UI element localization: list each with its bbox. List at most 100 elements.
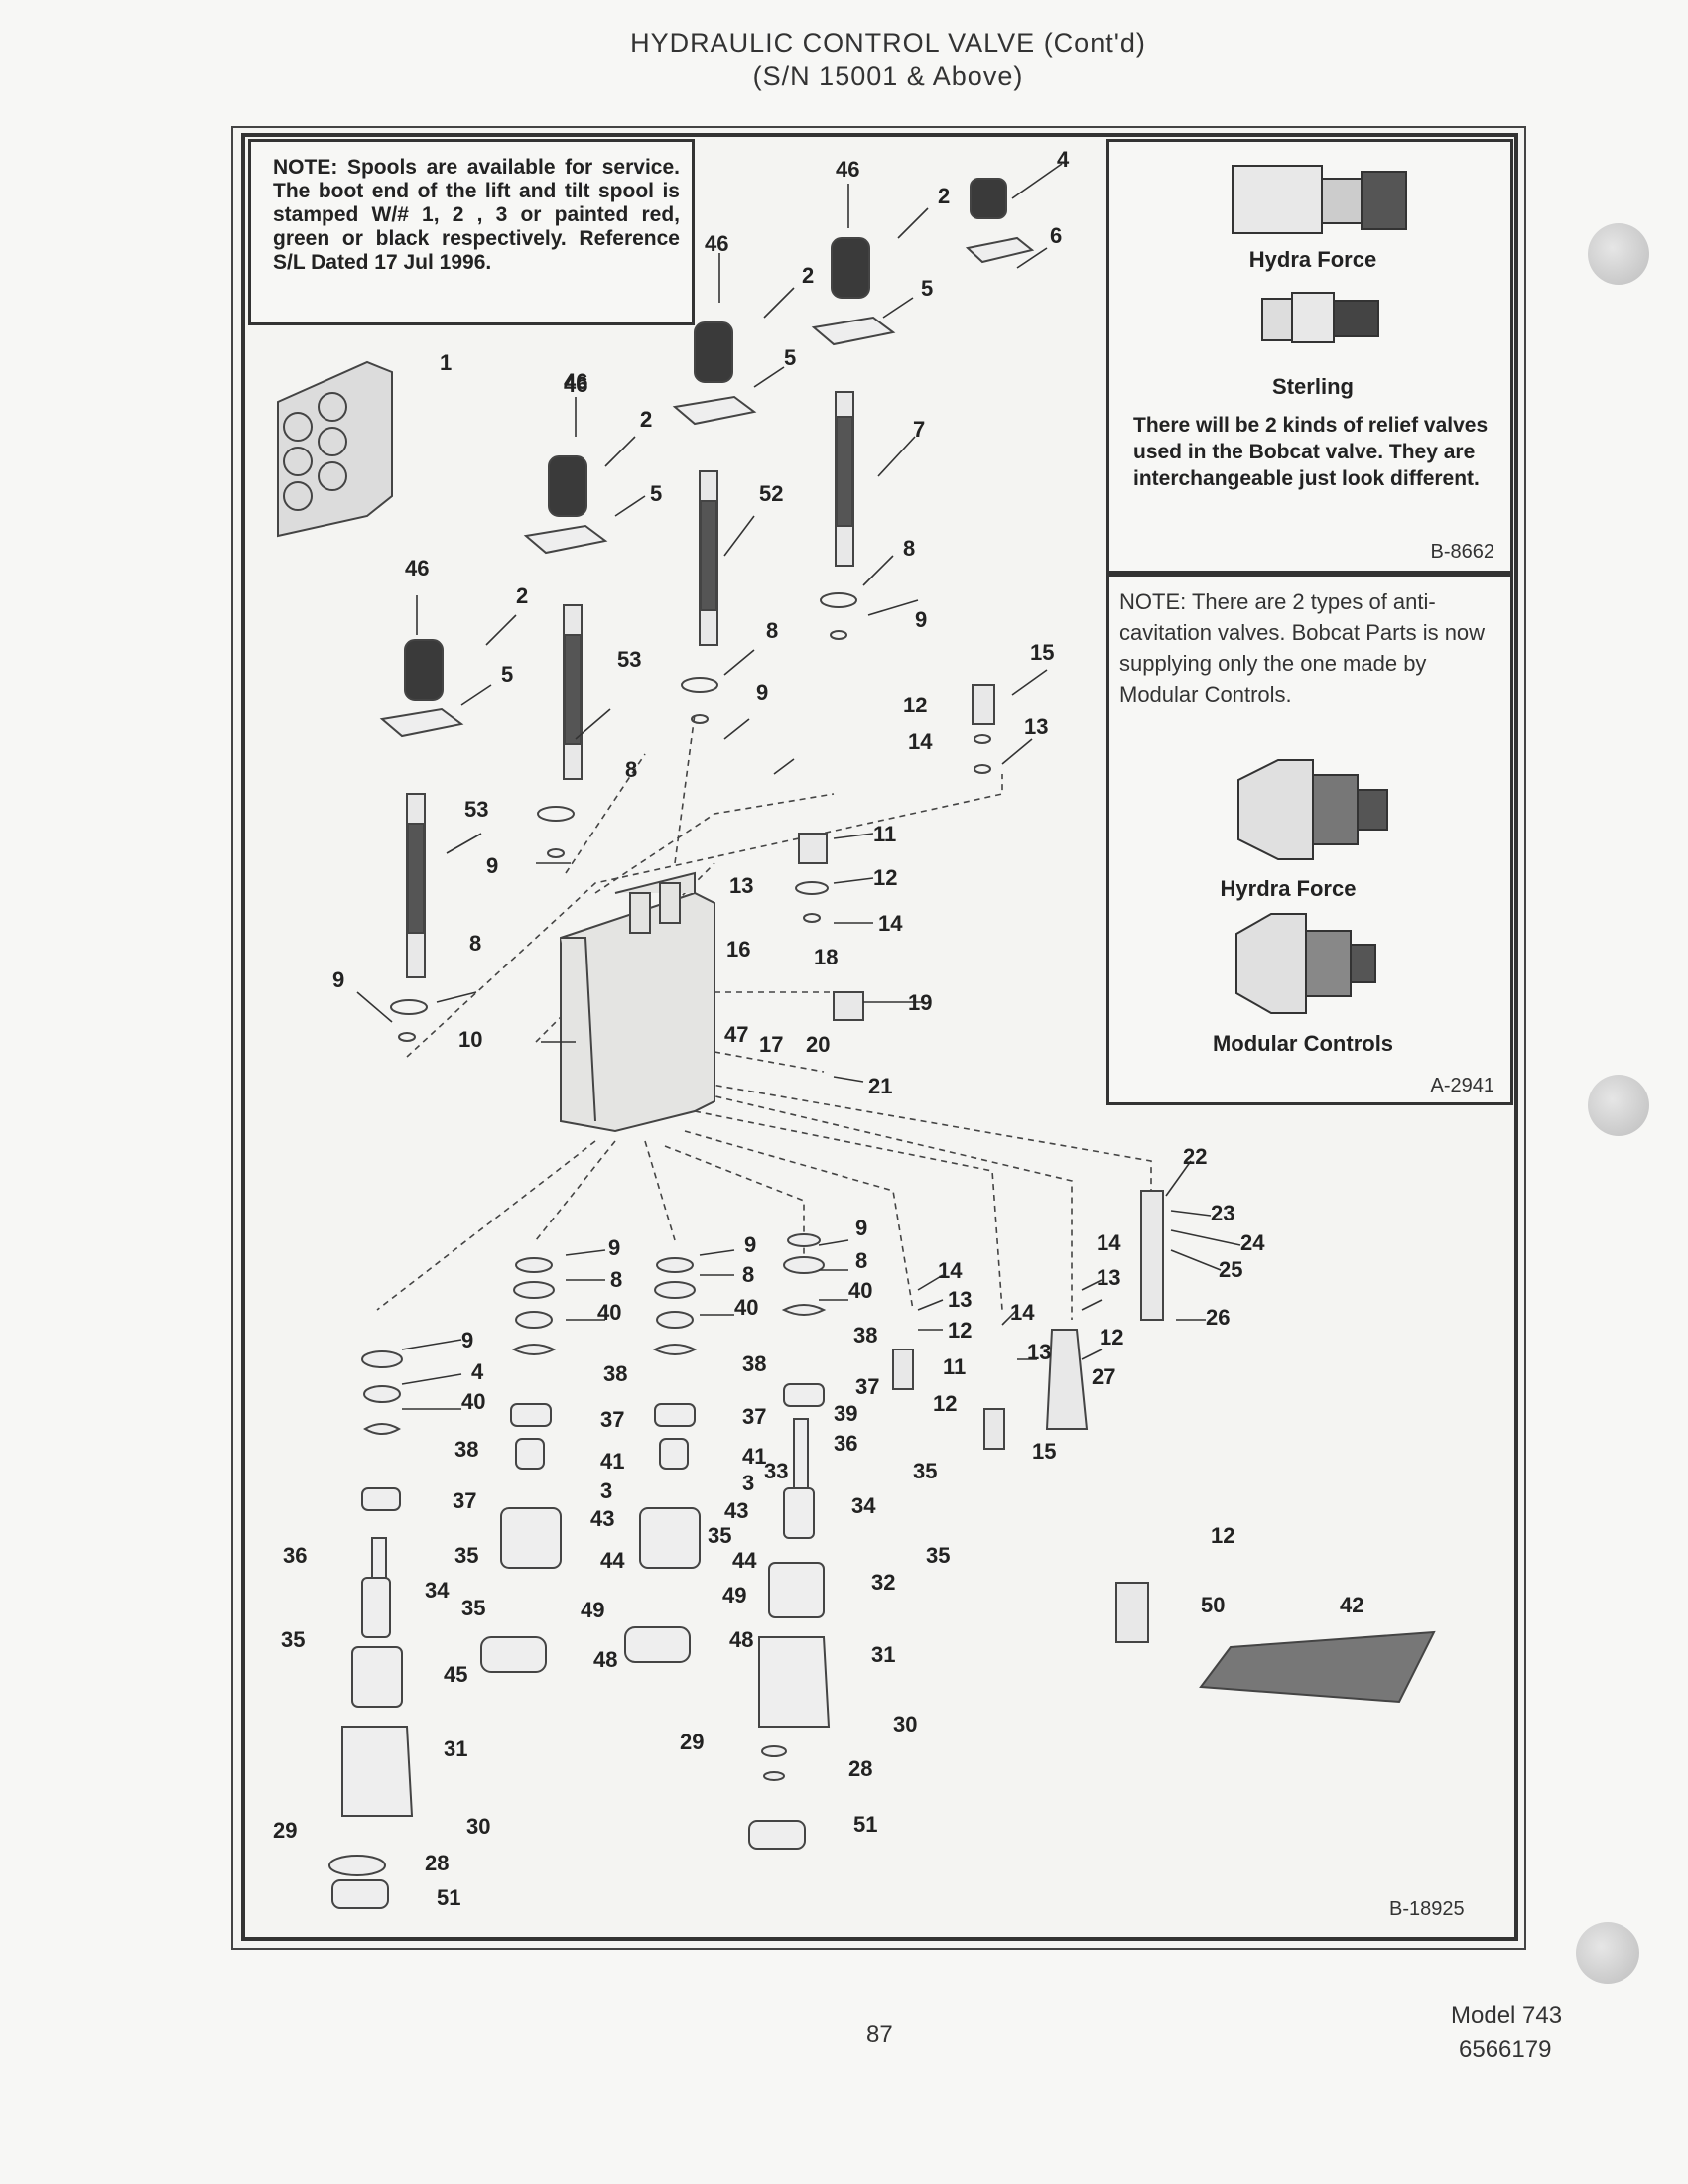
callout-40: 40 — [848, 1278, 873, 1303]
callout-23: 23 — [1211, 1201, 1235, 1225]
callout-8: 8 — [903, 536, 916, 561]
callout-35: 35 — [708, 1523, 732, 1548]
callout-25: 25 — [1219, 1257, 1243, 1282]
binder-hole-top — [1588, 223, 1649, 285]
callout-28: 28 — [425, 1851, 450, 1875]
callout-5: 5 — [921, 276, 934, 301]
callout-52: 52 — [759, 481, 784, 506]
valve-assembly-thumbnail — [277, 360, 393, 538]
callout-53: 53 — [464, 797, 489, 822]
callout-41: 41 — [600, 1449, 625, 1474]
callout-38: 38 — [603, 1361, 628, 1386]
callout-48: 48 — [729, 1627, 754, 1652]
callout-13: 13 — [1027, 1340, 1052, 1364]
callout-8: 8 — [855, 1248, 868, 1273]
callout-49: 49 — [581, 1598, 605, 1622]
callout-5: 5 — [650, 481, 663, 506]
callout-14: 14 — [1097, 1230, 1121, 1255]
callout-6: 6 — [1050, 223, 1063, 248]
callout-40: 40 — [461, 1389, 486, 1414]
callout-38: 38 — [853, 1323, 878, 1348]
callout-31: 31 — [871, 1642, 896, 1667]
callout-38: 38 — [742, 1351, 767, 1376]
callout-5: 5 — [501, 662, 514, 687]
callout-40: 40 — [734, 1295, 759, 1320]
sterling-label: Sterling — [1272, 374, 1354, 399]
callout-35: 35 — [281, 1627, 306, 1652]
callout-2: 2 — [640, 407, 653, 432]
callout-28: 28 — [848, 1756, 873, 1781]
callout-2: 2 — [640, 407, 653, 432]
callout-20: 20 — [806, 1032, 831, 1057]
callout-3: 3 — [742, 1471, 755, 1495]
model-label: Model 743 — [1451, 2002, 1563, 2029]
callout-9: 9 — [461, 1328, 474, 1352]
callout-2: 2 — [938, 184, 951, 208]
callout-26: 26 — [1206, 1305, 1231, 1330]
callout-9: 9 — [332, 967, 345, 992]
modular-controls-label: Modular Controls — [1212, 1031, 1394, 1056]
callout-36: 36 — [283, 1543, 308, 1568]
callout-48: 48 — [593, 1647, 618, 1672]
part-number: 6566179 — [1459, 2036, 1552, 2063]
callout-10: 10 — [458, 1027, 483, 1052]
callout-9: 9 — [756, 680, 769, 705]
callout-39: 39 — [834, 1401, 858, 1426]
callout-11: 11 — [943, 1354, 967, 1379]
callout-45: 45 — [444, 1662, 468, 1687]
callout-15: 15 — [1030, 640, 1055, 665]
callout-8: 8 — [742, 1262, 755, 1287]
callout-11: 11 — [873, 822, 897, 846]
spool-note-text: NOTE: Spools are available for service. … — [273, 156, 680, 274]
modular-controls-anticav-valve-icon — [1235, 913, 1376, 1014]
valve-body — [560, 871, 715, 1133]
callout-21: 21 — [868, 1074, 893, 1098]
callout-37: 37 — [742, 1404, 767, 1429]
anticavitation-text: NOTE: There are 2 types of anti-cavitati… — [1119, 589, 1486, 707]
callout-37: 37 — [600, 1407, 625, 1432]
callout-47: 47 — [724, 1022, 749, 1047]
callout-9: 9 — [486, 853, 499, 878]
callout-9: 9 — [915, 607, 928, 632]
callout-51: 51 — [437, 1885, 461, 1910]
callout-46: 46 — [564, 372, 588, 397]
sterling-relief-valve-icon — [1261, 292, 1379, 343]
callout-8: 8 — [610, 1267, 623, 1292]
hyrdra-force-label: Hyrdra Force — [1220, 876, 1357, 901]
callout-35: 35 — [913, 1459, 938, 1483]
callout-43: 43 — [590, 1506, 615, 1531]
callout-12: 12 — [1211, 1523, 1235, 1548]
callout-37: 37 — [855, 1374, 880, 1399]
callout-24: 24 — [1240, 1230, 1265, 1255]
callout-2: 2 — [516, 583, 529, 608]
binder-hole-bottom — [1576, 1922, 1639, 1984]
callout-36: 36 — [834, 1431, 858, 1456]
callout-29: 29 — [680, 1730, 705, 1754]
callout-43: 43 — [724, 1498, 749, 1523]
callout-30: 30 — [893, 1712, 918, 1736]
callout-12: 12 — [873, 865, 898, 890]
callout-32: 32 — [871, 1570, 896, 1595]
relief-valve-text: There will be 2 kinds of relief valves u… — [1133, 414, 1489, 490]
diagram-figure-ref: B-18925 — [1389, 1898, 1465, 1920]
callout-16: 16 — [726, 937, 751, 962]
anticavitation-box: NOTE: There are 2 types of anti-cavitati… — [1106, 574, 1513, 1105]
callout-31: 31 — [444, 1736, 468, 1761]
callout-40: 40 — [597, 1300, 622, 1325]
callout-44: 44 — [732, 1548, 757, 1573]
callout-44: 44 — [600, 1548, 625, 1573]
hydra-force-label: Hydra Force — [1248, 247, 1377, 272]
callout-46: 46 — [564, 369, 588, 394]
callout-35: 35 — [454, 1543, 479, 1568]
callout-46: 46 — [836, 157, 860, 182]
callout-49: 49 — [722, 1583, 747, 1607]
callout-35: 35 — [926, 1543, 951, 1568]
callout-9: 9 — [608, 1235, 621, 1260]
callout-9: 9 — [855, 1216, 868, 1240]
callout-46: 46 — [705, 231, 729, 256]
callout-37: 37 — [453, 1488, 477, 1513]
callout-29: 29 — [273, 1818, 298, 1843]
callout-27: 27 — [1092, 1364, 1116, 1389]
callout-53: 53 — [617, 647, 642, 672]
